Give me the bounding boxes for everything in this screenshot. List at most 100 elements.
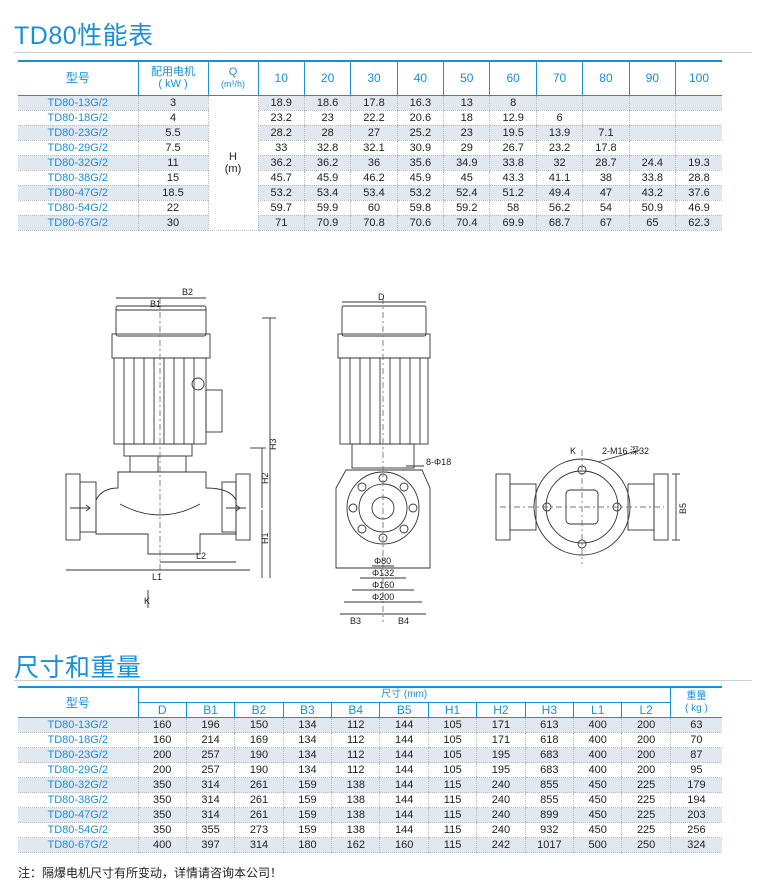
dim-value: 200 xyxy=(621,747,671,763)
perf-model: TD80-47G/2 xyxy=(18,185,139,201)
lbl-k2: K xyxy=(570,446,576,456)
dim-value: 314 xyxy=(185,807,235,823)
dim-col: H3 xyxy=(524,702,574,718)
perf-head-value xyxy=(675,140,722,156)
perf-kw: 7.5 xyxy=(137,140,209,156)
lbl-h2: H2 xyxy=(260,472,270,484)
perf-head-value: 33 xyxy=(257,140,305,156)
perf-head-value: 27 xyxy=(350,125,398,141)
perf-head-value: 33.8 xyxy=(628,170,676,186)
dim-value: 196 xyxy=(185,717,235,733)
perf-head-value: 29 xyxy=(443,140,490,156)
dim-value: 899 xyxy=(524,807,574,823)
dim-col: B5 xyxy=(379,702,429,718)
perf-head-value: 70.4 xyxy=(443,215,490,231)
perf-kw: 11 xyxy=(137,155,209,171)
perf-title: TD80性能表 xyxy=(14,22,154,50)
perf-head-value: 28.8 xyxy=(675,170,722,186)
perf-kw: 22 xyxy=(137,200,209,216)
perf-head-value: 30.9 xyxy=(396,140,444,156)
col-q-line1: Q xyxy=(228,66,238,79)
col-power-line2: ( kW ) xyxy=(158,78,188,91)
dim-value: 450 xyxy=(573,822,622,838)
dim-col: L1 xyxy=(573,702,622,718)
dim-value: 225 xyxy=(621,822,671,838)
front-view xyxy=(65,297,276,608)
perf-head-value: 45 xyxy=(443,170,490,186)
dim-value: 144 xyxy=(379,792,429,808)
dim-value: 855 xyxy=(524,792,574,808)
dim-value: 240 xyxy=(476,792,526,808)
col-power-line1: 配用电机 xyxy=(151,66,196,79)
perf-head-value xyxy=(582,95,630,111)
dim-value: 397 xyxy=(185,837,235,853)
col-flow: 70 xyxy=(535,60,583,96)
dim-value: 200 xyxy=(137,762,187,778)
dim-value: 112 xyxy=(331,762,380,778)
perf-head-value: 47 xyxy=(582,185,630,201)
dim-model: TD80-32G/2 xyxy=(18,777,139,793)
col-q-line2: (m³/h) xyxy=(221,79,246,90)
dim-value: 225 xyxy=(621,792,671,808)
dim-value: 171 xyxy=(476,717,526,733)
perf-head-value: 32.1 xyxy=(350,140,398,156)
dim-value: 105 xyxy=(427,747,477,763)
dim-value: 261 xyxy=(234,807,284,823)
dim-value: 350 xyxy=(137,777,187,793)
perf-head-value: 32 xyxy=(535,155,583,171)
perf-head-value: 23 xyxy=(443,125,490,141)
dim-value: 112 xyxy=(331,747,380,763)
dim-value: 195 xyxy=(476,762,526,778)
perf-h-line1: H xyxy=(229,150,237,163)
lbl-l2: L2 xyxy=(196,551,206,561)
perf-head-value: 52.4 xyxy=(443,185,490,201)
dim-value: 683 xyxy=(524,747,574,763)
dim-value: 400 xyxy=(573,732,622,748)
dim-value: 200 xyxy=(621,717,671,733)
perf-head-value: 35.6 xyxy=(396,155,444,171)
perf-head-value: 18.9 xyxy=(257,95,305,111)
dim-value: 144 xyxy=(379,747,429,763)
perf-head-value: 19.3 xyxy=(675,155,722,171)
dim-col: B3 xyxy=(282,702,332,718)
dim-model: TD80-18G/2 xyxy=(18,732,139,748)
perf-kw: 30 xyxy=(137,215,209,231)
col-flow: 10 xyxy=(257,60,305,96)
perf-head-value xyxy=(675,95,722,111)
perf-h-line2: (m) xyxy=(224,162,242,175)
perf-model: TD80-29G/2 xyxy=(18,140,139,156)
dim-value: 256 xyxy=(669,822,722,838)
dim-value: 400 xyxy=(573,762,622,778)
dim-value: 200 xyxy=(621,732,671,748)
dim-title-rule xyxy=(14,680,752,681)
dim-model: TD80-23G/2 xyxy=(18,747,139,763)
perf-head-value xyxy=(628,110,676,126)
dim-value: 105 xyxy=(427,717,477,733)
perf-head-value: 6 xyxy=(535,110,583,126)
dim-value: 95 xyxy=(669,762,722,778)
dim-value: 112 xyxy=(331,717,380,733)
dim-value: 324 xyxy=(669,837,722,853)
dim-value: 144 xyxy=(379,762,429,778)
perf-head-value: 67 xyxy=(582,215,630,231)
perf-head-value: 19.5 xyxy=(489,125,537,141)
perf-head-value: 37.6 xyxy=(675,185,722,201)
perf-model: TD80-32G/2 xyxy=(18,155,139,171)
perf-head-value: 60 xyxy=(350,200,398,216)
dim-value: 350 xyxy=(137,792,187,808)
dim-weight-line2: ( kg ) xyxy=(685,702,708,714)
perf-kw: 3 xyxy=(137,95,209,111)
dim-value: 314 xyxy=(185,792,235,808)
lbl-h3: H3 xyxy=(268,438,278,450)
pump-drawing: B2 B1 H3 H2 H1 L2 L1 K D 8-Φ18 Φ80 Φ132 … xyxy=(65,287,688,626)
perf-head-value: 36 xyxy=(350,155,398,171)
dim-value: 190 xyxy=(234,747,284,763)
